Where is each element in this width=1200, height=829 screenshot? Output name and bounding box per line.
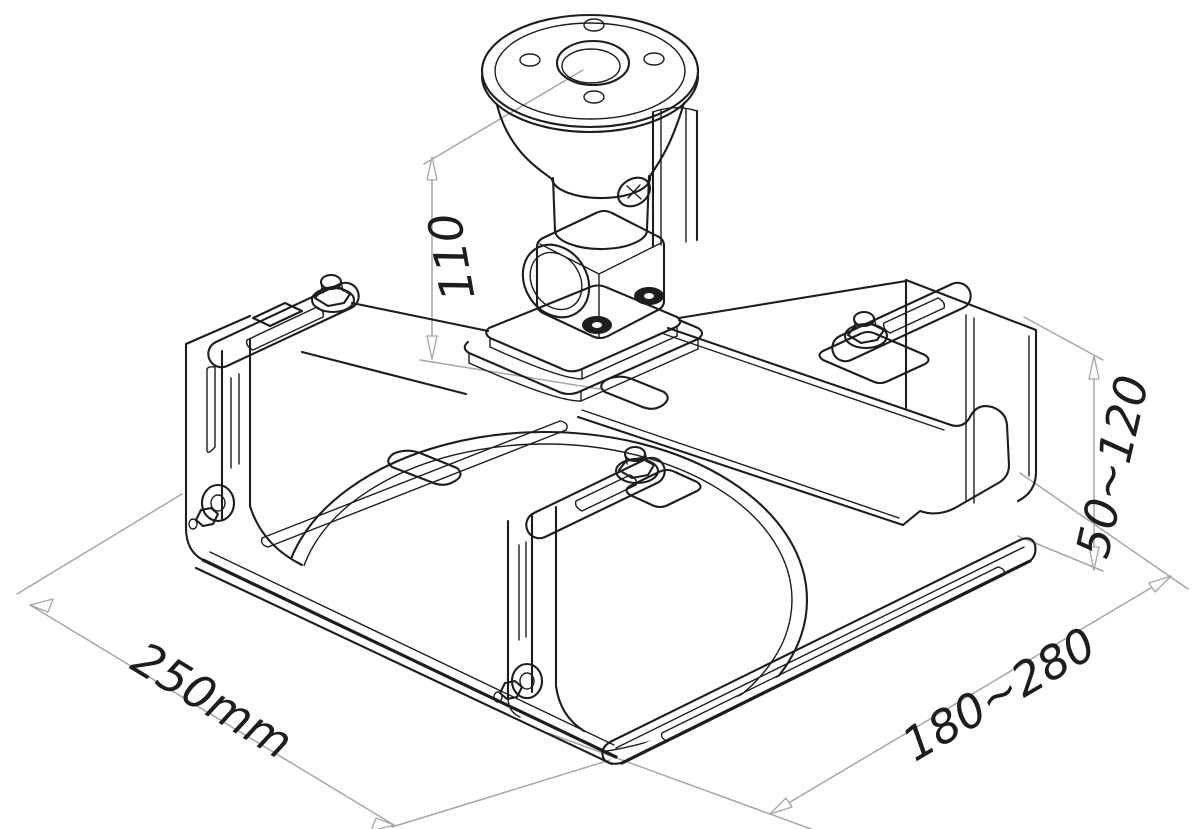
bolt-hole-icon — [583, 90, 605, 104]
front-left-rail — [194, 551, 618, 766]
cradle-wing-left — [387, 449, 462, 486]
adjustment-knob-icon — [617, 176, 651, 208]
dimension-label-50-120: 50~120 — [1065, 370, 1159, 562]
side-bolt-icon — [493, 662, 544, 703]
mount-flange — [463, 284, 704, 402]
tray-floor-slot — [260, 420, 568, 548]
hex-bolt-icon — [843, 310, 889, 350]
support-post — [651, 107, 699, 249]
mounting-cone — [495, 101, 686, 200]
front-bracket — [493, 445, 702, 733]
dimension-height-range: 50~120 — [1017, 316, 1160, 572]
ceiling-plate — [480, 13, 700, 134]
right-rear-bracket — [818, 278, 1038, 504]
mounting-column — [551, 174, 651, 251]
side-bolt-icon — [188, 483, 236, 530]
bolt-hole-icon — [643, 52, 665, 66]
hex-bolt-icon — [614, 445, 660, 485]
bolt-hole-icon — [583, 18, 605, 32]
cradle-wing-right — [600, 375, 669, 410]
top-bracket — [300, 279, 1011, 527]
bolt-hole-icon — [519, 53, 541, 67]
dimension-label-110: 110 — [417, 209, 485, 305]
clamp-barrel — [521, 243, 591, 319]
dimension-label-250mm: 250mm — [123, 631, 302, 770]
left-rear-bracket — [184, 273, 360, 567]
turntable-disc — [281, 430, 809, 758]
dimension-label-180-280: 180~280 — [893, 617, 1105, 772]
front-right-rail — [601, 537, 1037, 765]
hex-bolt-icon — [310, 273, 356, 314]
